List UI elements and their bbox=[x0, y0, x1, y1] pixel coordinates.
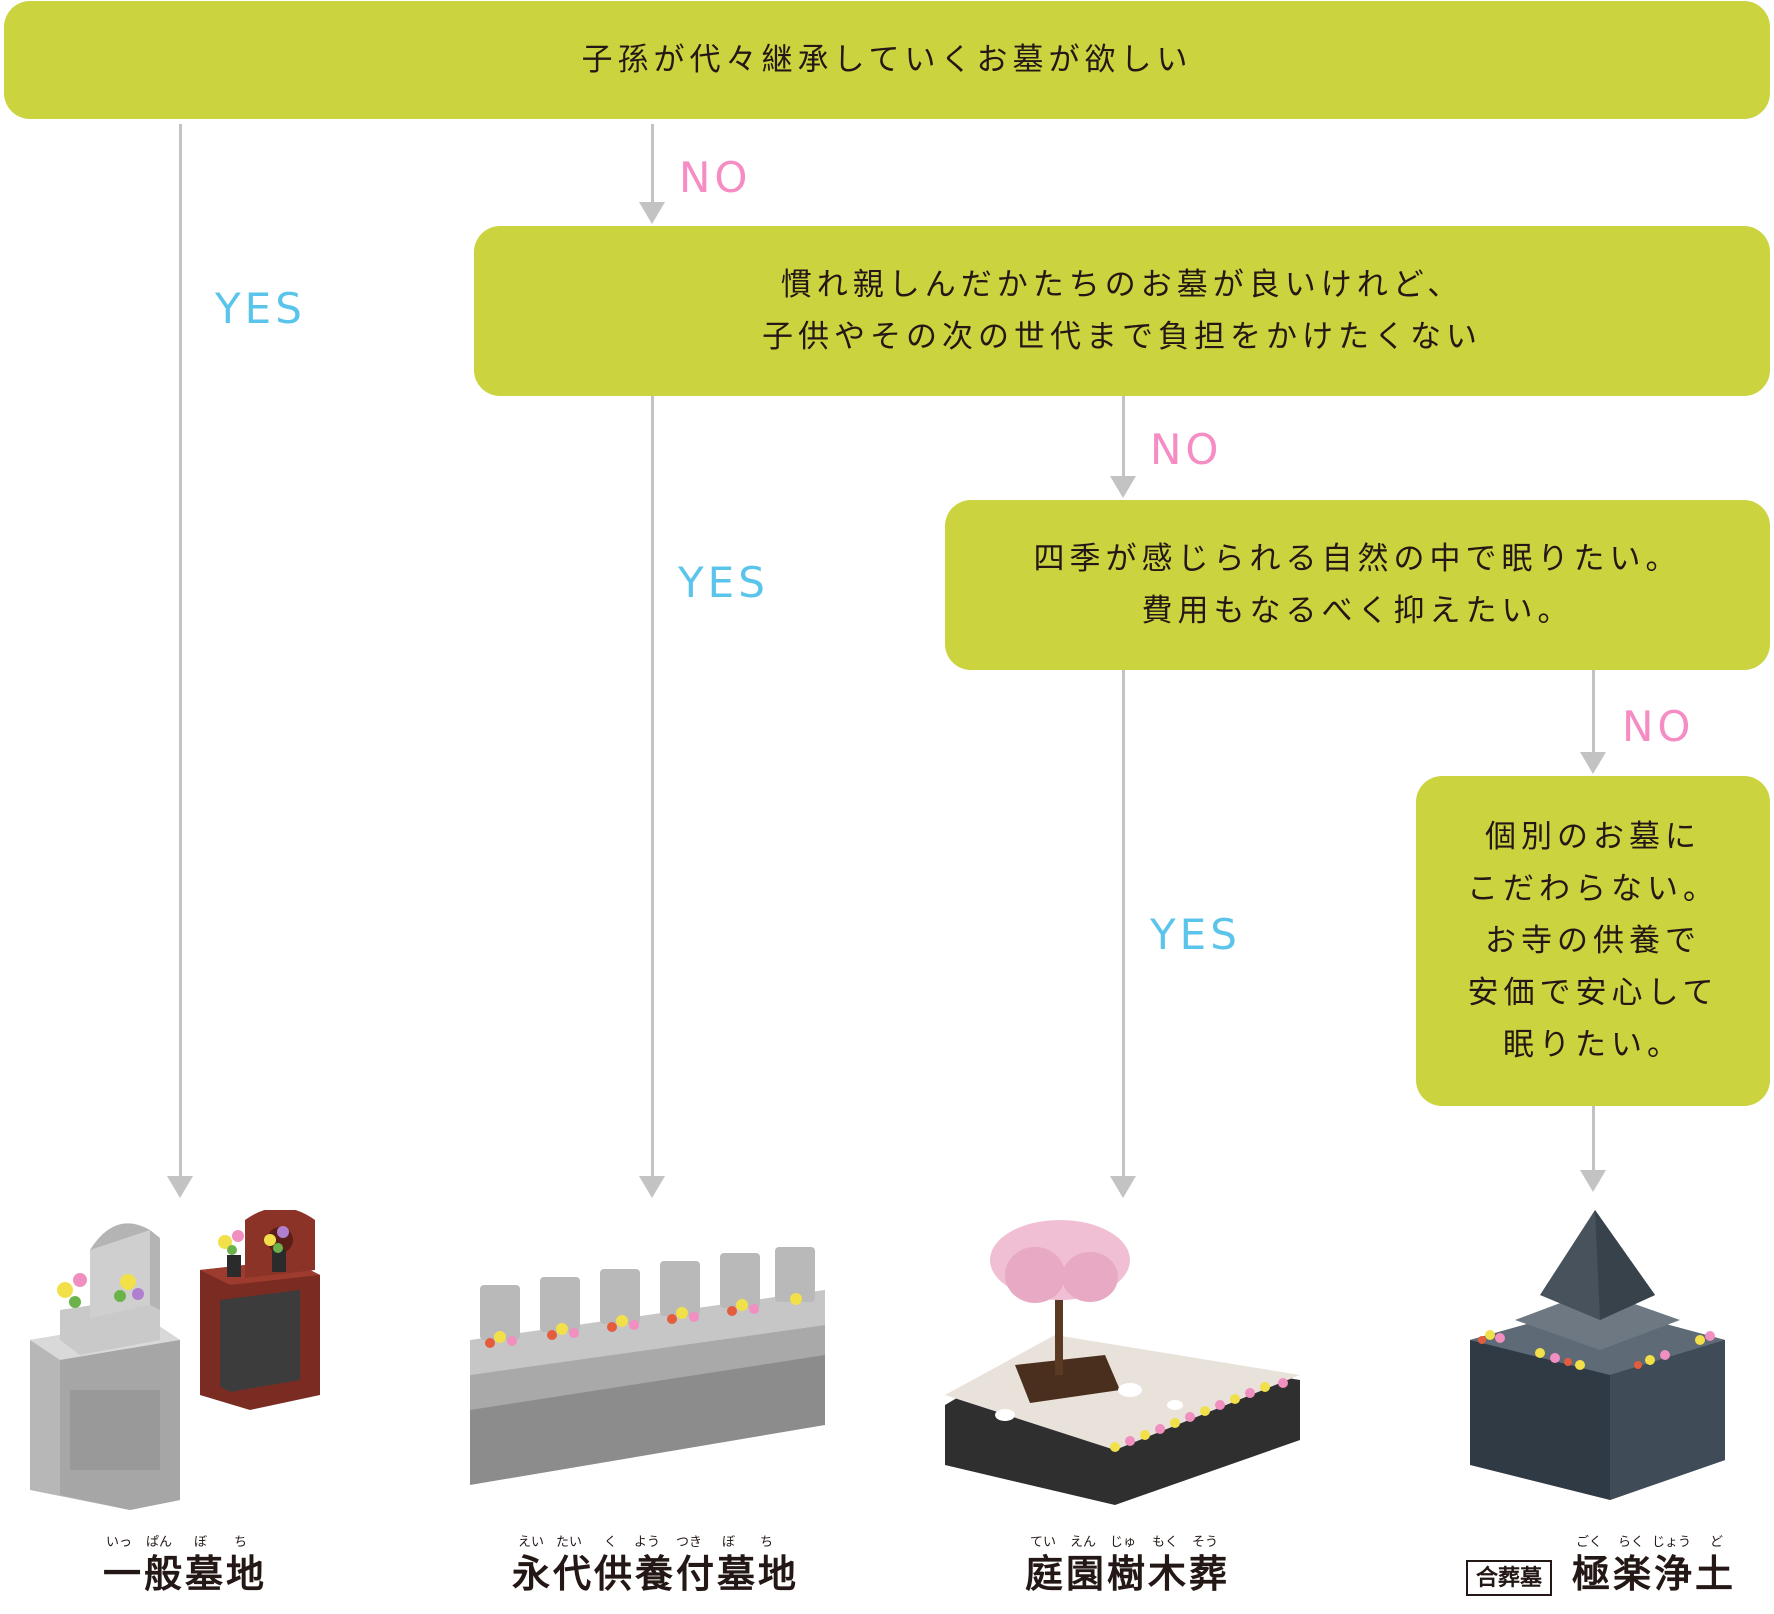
arrow-head-yes-2 bbox=[639, 1176, 665, 1198]
arrow-head-final bbox=[1580, 1170, 1606, 1192]
question-box-1: 子孫が代々継承していくお墓が欲しい bbox=[4, 1, 1770, 119]
question-box-3: 四季が感じられる自然の中で眠りたい。 費用もなるべく抑えたい。 bbox=[945, 500, 1770, 670]
ruby-2-1: たい bbox=[556, 1535, 583, 1550]
question-4-text: 個別のお墓に こだわらない。 お寺の供養で 安価で安心して 眠りたい。 bbox=[1467, 819, 1719, 1063]
arrow-line-no-3 bbox=[1592, 670, 1595, 752]
arrow-line-yes-3 bbox=[1122, 670, 1125, 1180]
communal-grave-illustration bbox=[1470, 1210, 1725, 1500]
ruby-2-3: よう bbox=[634, 1535, 661, 1550]
no-label-1: NO bbox=[679, 153, 752, 202]
general-grave-illustration bbox=[30, 1210, 320, 1510]
ruby-1-3: ち bbox=[234, 1535, 248, 1550]
result-2-name: 永代供養付墓地 bbox=[512, 1551, 800, 1596]
ruby-4-1: らく bbox=[1618, 1535, 1645, 1550]
result-4-name: 極楽浄土 bbox=[1572, 1551, 1737, 1596]
ruby-1-2: ぼ bbox=[194, 1535, 208, 1550]
ruby-3-4: そう bbox=[1192, 1535, 1219, 1550]
ruby-2-0: えい bbox=[518, 1535, 545, 1550]
ruby-2-5: ぼ bbox=[722, 1535, 736, 1550]
no-label-2: NO bbox=[1150, 425, 1223, 474]
ruby-3-2: じゅ bbox=[1110, 1535, 1137, 1550]
yes-label-1: YES bbox=[215, 284, 306, 333]
ruby-2-2: く bbox=[604, 1535, 618, 1550]
communal-grave-badge: 合葬墓 bbox=[1466, 1560, 1553, 1596]
question-1-text: 子孫が代々継承していくお墓が欲しい bbox=[581, 42, 1193, 78]
arrow-head-no-2 bbox=[1110, 476, 1136, 498]
perpetual-grave-illustration bbox=[470, 1247, 825, 1485]
arrow-head-no-1 bbox=[639, 202, 665, 224]
ruby-3-3: もく bbox=[1152, 1535, 1179, 1550]
ruby-4-2: じょう bbox=[1652, 1535, 1692, 1550]
arrow-line-no-1 bbox=[651, 124, 654, 204]
result-1-name: 一般墓地 bbox=[103, 1551, 268, 1596]
yes-label-2: YES bbox=[678, 558, 769, 607]
no-label-3: NO bbox=[1622, 702, 1695, 751]
yes-label-3: YES bbox=[1150, 910, 1241, 959]
arrow-head-yes-1 bbox=[167, 1176, 193, 1198]
ruby-3-1: えん bbox=[1070, 1535, 1097, 1550]
ruby-1-0: いっ bbox=[106, 1535, 133, 1550]
ruby-2-6: ち bbox=[760, 1535, 774, 1550]
question-box-2: 慣れ親しんだかたちのお墓が良いけれど、 子供やその次の世代まで負担をかけたくない bbox=[474, 226, 1770, 396]
arrow-head-no-3 bbox=[1580, 752, 1606, 774]
arrow-line-final bbox=[1592, 1106, 1595, 1172]
garden-tree-burial-illustration bbox=[945, 1220, 1300, 1505]
question-box-4: 個別のお墓に こだわらない。 お寺の供養で 安価で安心して 眠りたい。 bbox=[1416, 776, 1770, 1106]
arrow-line-yes-1 bbox=[179, 124, 182, 1180]
arrow-line-no-2 bbox=[1122, 396, 1125, 478]
ruby-4-0: ごく bbox=[1576, 1535, 1603, 1550]
question-3-text: 四季が感じられる自然の中で眠りたい。 費用もなるべく抑えたい。 bbox=[1033, 541, 1682, 629]
result-3-name: 庭園樹木葬 bbox=[1025, 1551, 1231, 1596]
arrow-head-yes-3 bbox=[1110, 1176, 1136, 1198]
ruby-1-1: ぱん bbox=[146, 1535, 173, 1550]
ruby-3-0: てい bbox=[1030, 1535, 1057, 1550]
ruby-2-4: つき bbox=[676, 1535, 703, 1550]
question-2-text: 慣れ親しんだかたちのお墓が良いけれど、 子供やその次の世代まで負担をかけたくない bbox=[762, 267, 1482, 355]
arrow-line-yes-2 bbox=[651, 396, 654, 1180]
ruby-4-3: ど bbox=[1710, 1535, 1724, 1550]
